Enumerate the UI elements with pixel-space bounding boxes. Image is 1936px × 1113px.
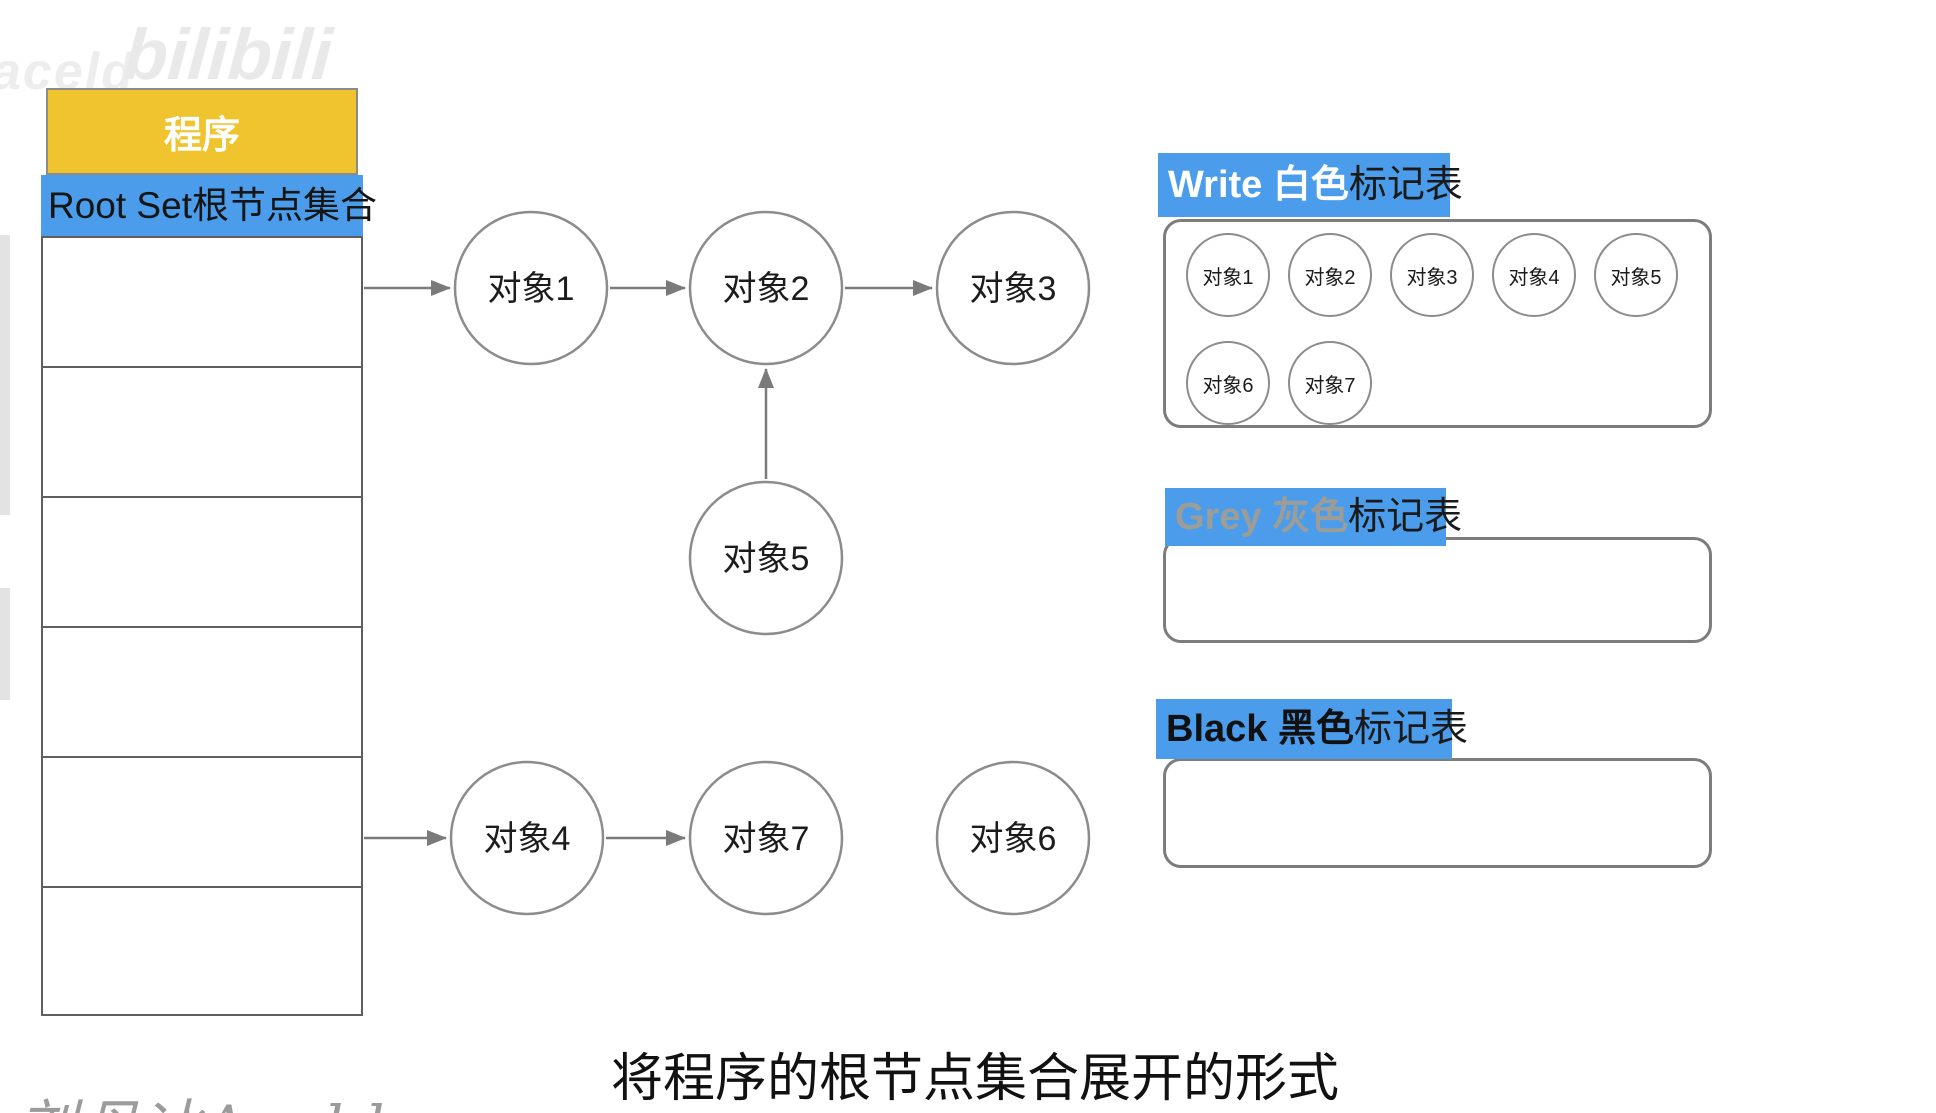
write-item-obj5: 对象5 [1594,233,1678,317]
graph-node-obj5: 对象5 [688,480,844,636]
black-table-label-strong: Black 黑色 [1166,708,1354,750]
write-item-obj7: 对象7 [1288,341,1372,425]
write-item-obj2: 对象2 [1288,233,1372,317]
node-label: 对象3 [970,270,1057,308]
graph-node-obj7: 对象7 [688,760,844,916]
table-row [43,758,361,888]
graph-node-obj6: 对象6 [935,760,1091,916]
program-table-body [41,236,363,1016]
caption: 将程序的根节点集合展开的形式 [610,1050,1339,1108]
black-table-label-suffix: 标记表 [1353,708,1468,750]
write-item-obj1: 对象1 [1186,233,1270,317]
watermark-fragment-left-bottom [0,588,10,700]
node-label: 对象5 [723,540,810,578]
table-row [43,498,361,628]
program-table-header: 程序 [46,88,358,175]
grey-mark-table [1163,537,1712,643]
grey-table-label: Grey 灰色标记表 [1165,488,1462,546]
node-label: 对象2 [723,270,810,308]
black-mark-table [1163,758,1712,868]
root-set-row: Root Set根节点集合 [41,175,377,236]
table-row [43,368,361,498]
graph-node-obj4: 对象4 [449,760,605,916]
graph-node-obj1: 对象1 [453,210,609,366]
write-item-obj4: 对象4 [1492,233,1576,317]
node-label: 对象7 [723,820,810,858]
write-item-obj6: 对象6 [1186,341,1270,425]
table-row [43,238,361,368]
node-label: 对象6 [970,820,1057,858]
node-label: 对象1 [488,270,575,308]
grey-table-label-suffix: 标记表 [1348,496,1463,538]
black-table-label: Black 黑色标记表 [1156,699,1468,759]
table-row [43,628,361,758]
author-watermark: 刘丹冰Aceld [18,1080,388,1113]
write-mark-table: 对象1 对象2 对象3 对象4 对象5 对象6 对象7 [1163,219,1712,428]
grey-table-label-strong: Grey 灰色 [1175,496,1349,538]
watermark-fragment-left-top [0,235,10,515]
node-label: 对象4 [484,820,571,858]
write-table-label: Write 白色标记表 [1158,153,1463,217]
graph-node-obj2: 对象2 [688,210,844,366]
graph-node-obj3: 对象3 [935,210,1091,366]
write-item-obj3: 对象3 [1390,233,1474,317]
write-table-label-strong: Write 白色 [1168,164,1349,206]
write-table-label-suffix: 标记表 [1348,164,1463,206]
